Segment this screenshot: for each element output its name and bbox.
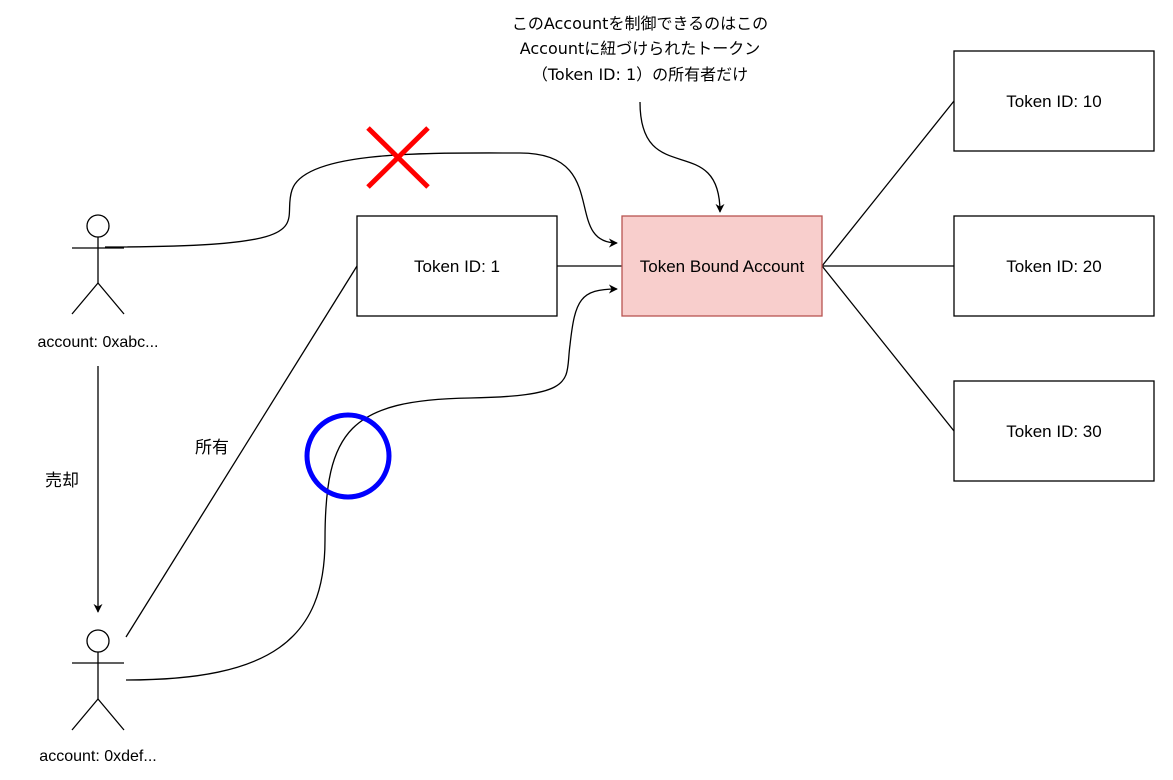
token-1-label: Token ID: 1 (414, 257, 500, 276)
ownership-edge-label: 所有 (195, 438, 229, 458)
buyer-access-arrow[interactable] (125, 284, 618, 681)
tba-token30-edge[interactable] (821, 265, 955, 432)
token-10-node[interactable]: Token ID: 10 (953, 50, 1155, 152)
tba-token10-edge[interactable] (821, 100, 955, 267)
ownership-edge[interactable] (125, 265, 358, 638)
token-10-label: Token ID: 10 (1006, 92, 1101, 111)
seller-access-arrow[interactable] (104, 152, 618, 248)
annotation-line-3: （Token ID: 1）の所有者だけ (532, 65, 748, 84)
annotation-arrow[interactable] (639, 101, 725, 213)
denied-cross-icon (366, 126, 430, 189)
token-20-node[interactable]: Token ID: 20 (953, 215, 1155, 317)
token-bound-account-label: Token Bound Account (640, 257, 805, 276)
person-icon (71, 629, 125, 731)
token-1-node[interactable]: Token ID: 1 (356, 215, 558, 317)
annotation-line-2: Accountに紐づけられたトークン (520, 39, 761, 58)
annotation-line-1: このAccountを制御できるのはこの (512, 14, 768, 33)
seller-actor-label: account: 0xabc... (38, 334, 159, 351)
seller-actor[interactable]: account: 0xabc... (38, 214, 159, 351)
token-20-label: Token ID: 20 (1006, 257, 1101, 276)
token-30-label: Token ID: 30 (1006, 422, 1101, 441)
buyer-actor[interactable]: account: 0xdef... (39, 629, 157, 765)
buyer-actor-label: account: 0xdef... (39, 748, 156, 765)
person-icon (71, 214, 125, 315)
sale-edge-label: 売却 (45, 471, 79, 491)
token-bound-account-node[interactable]: Token Bound Account (621, 215, 823, 317)
allowed-circle-icon (304, 412, 392, 500)
token-30-node[interactable]: Token ID: 30 (953, 380, 1155, 482)
annotation-note: このAccountを制御できるのはこの Accountに紐づけられたトークン （… (512, 14, 768, 84)
